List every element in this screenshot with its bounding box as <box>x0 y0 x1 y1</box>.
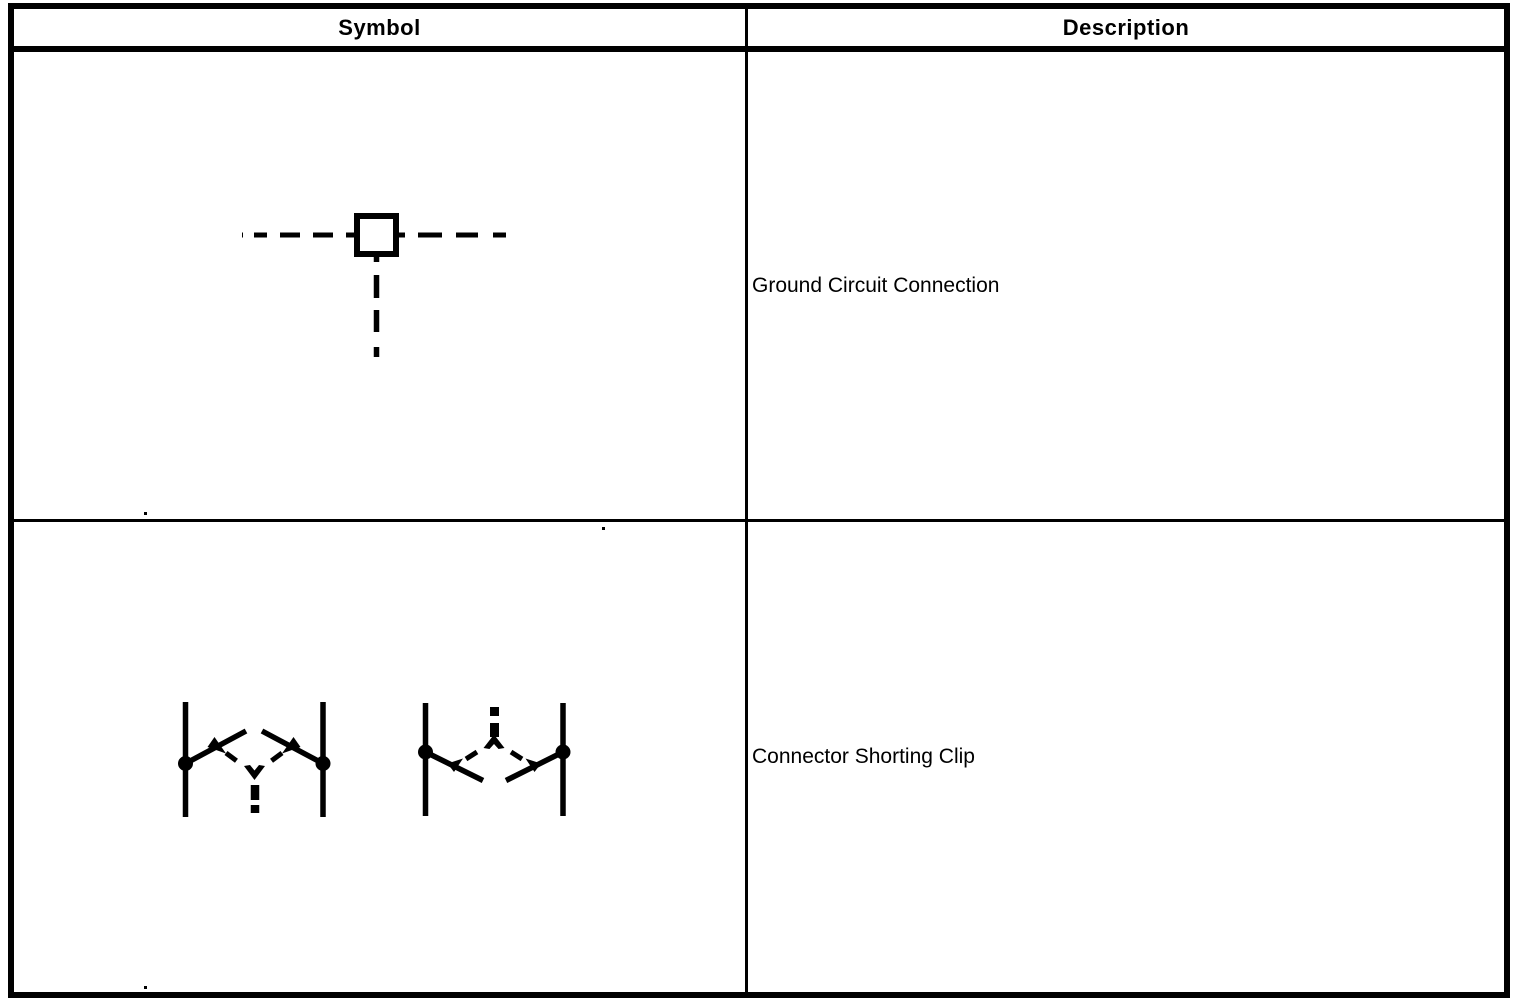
description-cell-row-1: Ground Circuit Connection <box>748 52 1504 519</box>
description-text: Ground Circuit Connection <box>752 273 1000 297</box>
scan-speck <box>602 527 605 530</box>
row-divider <box>14 519 1504 522</box>
header-symbol-label: Symbol <box>338 14 421 40</box>
shorting-clip-open-glyph <box>418 703 571 816</box>
header-description: Description <box>748 9 1504 46</box>
shorting-clip-closed-glyph <box>178 702 331 817</box>
description-text: Connector Shorting Clip <box>752 745 975 768</box>
symbol-cell-row-1 <box>14 52 745 519</box>
scan-speck <box>144 986 147 989</box>
symbol-cell-row-2 <box>14 522 745 992</box>
ground-circuit-connection-symbol <box>144 213 512 515</box>
symbols-legend-table: Symbol Description Ground Circuit Connec… <box>8 3 1510 998</box>
header-description-label: Description <box>1062 14 1190 40</box>
description-cell-row-2: Connector Shorting Clip <box>748 522 1504 992</box>
header-symbol: Symbol <box>14 9 745 46</box>
header-divider <box>14 46 1504 52</box>
connector-shorting-clip-symbol <box>144 527 605 989</box>
scan-speck <box>144 512 147 515</box>
column-divider <box>745 9 748 992</box>
